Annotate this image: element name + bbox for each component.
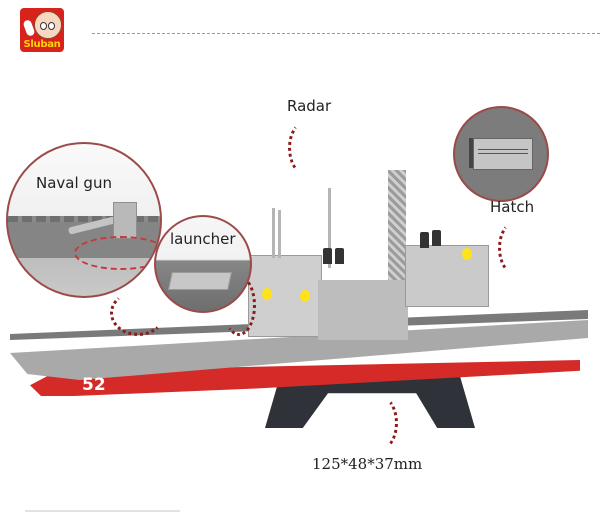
hatch-label: Hatch (490, 198, 535, 216)
funnel-icon (335, 248, 344, 264)
header-divider (92, 33, 600, 34)
radar-mast (388, 170, 406, 300)
naval-gun-detail (6, 142, 162, 298)
gun-turret (113, 202, 137, 239)
launcher-box (168, 272, 232, 290)
antenna (328, 188, 331, 268)
helipad-ring (74, 236, 160, 270)
funnel-icon (420, 232, 429, 248)
sluban-logo: Sluban (20, 8, 64, 52)
funnel-icon (432, 230, 441, 246)
hatch-detail (453, 106, 549, 202)
naval-gun-label: Naval gun (36, 174, 112, 192)
emblem-icon (262, 288, 272, 300)
brand-name: Sluban (23, 39, 61, 50)
footer-divider (25, 510, 180, 512)
emblem-icon (300, 290, 310, 302)
mascot-eye-icon (48, 22, 55, 30)
hatch-arrow-icon (498, 220, 534, 276)
antenna (278, 210, 281, 258)
forward-superstructure (248, 255, 322, 337)
warship-model: 52 (0, 170, 600, 470)
naval-gun-arrow-icon (110, 290, 166, 336)
radar-arrow-icon (288, 120, 324, 176)
funnel-icon (323, 248, 332, 264)
dimensions-label: 125*48*37mm (312, 455, 423, 473)
dimensions-arrow-icon (362, 395, 398, 451)
launcher-arrow-icon (222, 275, 256, 336)
hatch-door (473, 138, 533, 170)
launcher-label: launcher (170, 230, 236, 248)
radar-label: Radar (287, 97, 332, 115)
hull-number: 52 (82, 375, 106, 395)
aft-superstructure (405, 245, 489, 307)
mascot-face-icon (34, 11, 62, 39)
emblem-icon (462, 248, 472, 260)
mid-superstructure (318, 280, 408, 340)
mascot-eye-icon (40, 22, 47, 30)
antenna (272, 208, 275, 258)
deck-studs (8, 216, 160, 224)
